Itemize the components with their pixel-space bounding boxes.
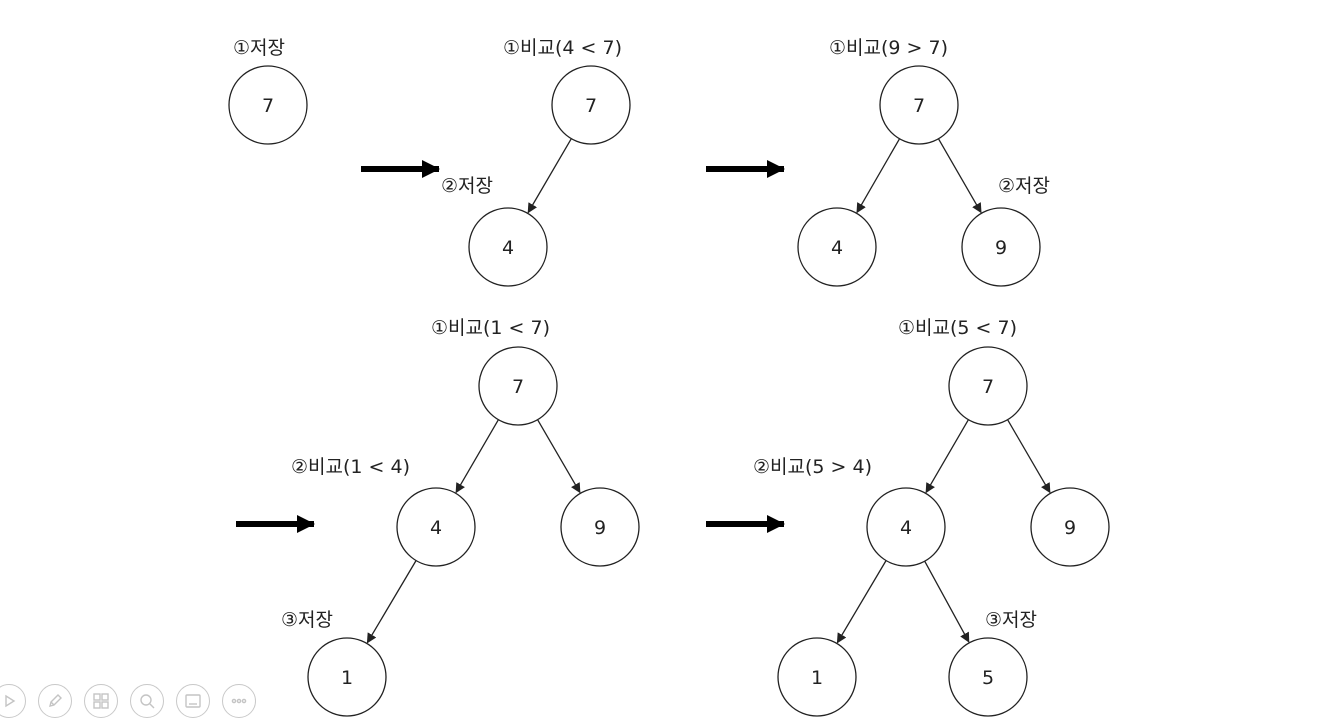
tree-node-value: 1 (341, 667, 353, 689)
tree-node-circle (478, 346, 558, 426)
tree-node-value: 7 (913, 95, 925, 117)
tree-node-circle (777, 637, 857, 717)
pen-icon (44, 690, 66, 712)
tree-node-value: 9 (594, 517, 606, 539)
tree-node: 7 (551, 65, 631, 145)
play-button[interactable] (0, 684, 26, 718)
tree-edge-arrow (455, 419, 499, 494)
magnifier-icon (136, 690, 158, 712)
tree-step-2: 74 (468, 65, 631, 287)
tree-edge-arrow (836, 560, 887, 644)
step-annotation-label: ③저장 (985, 609, 1037, 631)
tree-node: 7 (948, 346, 1028, 426)
step-annotation-label: ③저장 (281, 609, 333, 631)
tree-node-circle (1030, 487, 1110, 567)
presentation-toolbar (0, 684, 256, 718)
slides-button[interactable] (84, 684, 118, 718)
tree-node-value: 7 (512, 376, 524, 398)
tree-edge-arrow (537, 419, 581, 494)
tree-node-value: 7 (262, 95, 274, 117)
tree-node-value: 4 (900, 517, 912, 539)
tree-edge-arrow (925, 419, 969, 494)
tree-node: 7 (228, 65, 308, 145)
tree-step-1: 7 (228, 65, 308, 145)
tree-node-value: 1 (811, 667, 823, 689)
tree-edge-arrow (1007, 419, 1051, 494)
tree-node-value: 4 (502, 237, 514, 259)
tree-node: 1 (307, 637, 387, 717)
subtitles-icon (182, 690, 204, 712)
tree-node-circle (228, 65, 308, 145)
tree-node-circle (797, 207, 877, 287)
step-annotation-label: ①비교(5 < 7) (898, 317, 1017, 339)
tree-node: 5 (948, 637, 1028, 717)
tree-node-circle (961, 207, 1041, 287)
tree-node: 4 (797, 207, 877, 287)
step-annotation-label: ①비교(9 > 7) (829, 37, 948, 59)
play-icon (0, 690, 20, 712)
tree-edge-arrow (937, 138, 982, 214)
more-icon (228, 690, 250, 712)
subtitles-button[interactable] (176, 684, 210, 718)
tree-node-circle (551, 65, 631, 145)
tree-node-circle (948, 346, 1028, 426)
tree-node: 4 (396, 487, 476, 567)
step-annotation-label: ②저장 (441, 175, 493, 197)
tree-edge-arrow (924, 560, 970, 643)
tree-node-circle (307, 637, 387, 717)
tree-node-circle (948, 637, 1028, 717)
tree-step-4: 7 4 9 1 (307, 346, 640, 717)
tree-edge-arrow (527, 138, 572, 214)
tree-node-circle (396, 487, 476, 567)
tree-node-value: 9 (995, 237, 1007, 259)
step-annotation-label: ②비교(1 < 4) (291, 456, 410, 478)
more-button[interactable] (222, 684, 256, 718)
tree-node-value: 4 (831, 237, 843, 259)
tree-node-value: 5 (982, 667, 994, 689)
tree-node-value: 4 (430, 517, 442, 539)
tree-node-circle (866, 487, 946, 567)
step-annotation-label: ②저장 (998, 175, 1050, 197)
tree-step-3: 7 4 9 (797, 65, 1041, 287)
tree-node: 1 (777, 637, 857, 717)
step-annotation-label: ①저장 (233, 37, 285, 59)
step-annotation-label: ①비교(1 < 7) (431, 317, 550, 339)
tree-edge-arrow (366, 560, 417, 644)
tree-node: 9 (560, 487, 640, 567)
tree-node: 4 (468, 207, 548, 287)
zoom-button[interactable] (130, 684, 164, 718)
tree-step-5: 7 4 9 1 5 (777, 346, 1110, 717)
step-annotation-label: ①비교(4 < 7) (503, 37, 622, 59)
tree-node-circle (468, 207, 548, 287)
tree-node: 7 (478, 346, 558, 426)
tree-node: 4 (866, 487, 946, 567)
tree-node-value: 9 (1064, 517, 1076, 539)
tree-node: 9 (1030, 487, 1110, 567)
tree-edge-arrow (856, 138, 901, 214)
tree-node: 7 (879, 65, 959, 145)
tree-node-value: 7 (982, 376, 994, 398)
tree-node-circle (560, 487, 640, 567)
step-annotation-label: ②비교(5 > 4) (753, 456, 872, 478)
slides-grid-icon (90, 690, 112, 712)
tree-node-circle (879, 65, 959, 145)
pen-button[interactable] (38, 684, 72, 718)
tree-node-value: 7 (585, 95, 597, 117)
tree-node: 9 (961, 207, 1041, 287)
